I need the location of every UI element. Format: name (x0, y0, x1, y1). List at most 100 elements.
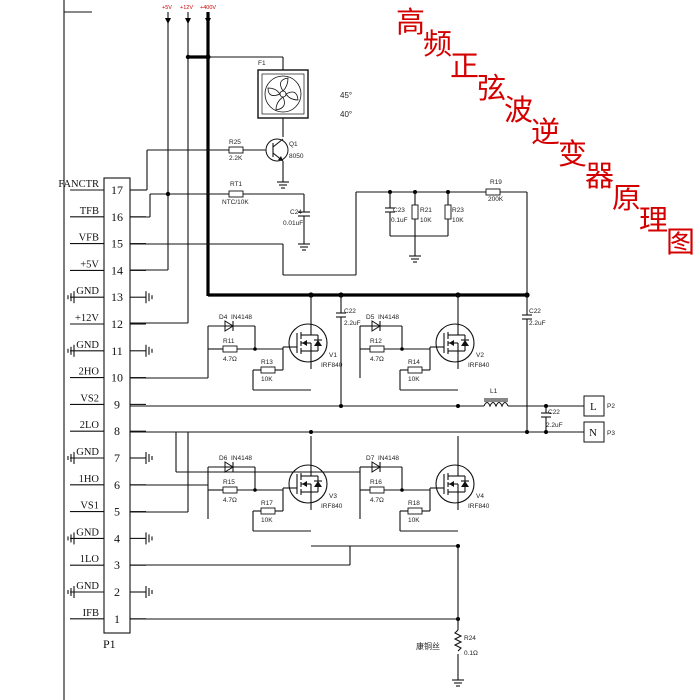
r12-ref: R12 (370, 338, 382, 345)
pin-label: VFB (79, 233, 99, 244)
pin-label: IFB (83, 608, 99, 619)
r15-ref: R15 (223, 479, 235, 486)
r13-value: 10K (261, 376, 273, 383)
r21-value: 10K (420, 217, 432, 224)
c22a-value: 2.2uF (344, 320, 361, 327)
r24-ref: R24 (464, 635, 476, 642)
terminal-n (583, 421, 605, 443)
pin-number: 14 (111, 263, 123, 277)
v3-value: IRF840 (321, 503, 343, 510)
pin-label: +12V (75, 313, 99, 324)
pin-label: +5V (80, 259, 99, 270)
d4-value: IN4148 (231, 314, 252, 321)
r16-value: 4.7Ω (370, 497, 384, 504)
terminal-n-ref: P3 (607, 430, 615, 437)
terminal-n-letter: N (589, 427, 597, 439)
pin-label: VS1 (80, 501, 99, 512)
rt1-value: NTC/10K (222, 199, 249, 206)
pin-number: 10 (111, 371, 123, 385)
l1-ref: L1 (490, 388, 498, 395)
v2-ref: V2 (476, 352, 484, 359)
v4-value: IRF840 (468, 503, 490, 510)
pin-number: 9 (114, 397, 120, 411)
fan-ref: F1 (258, 60, 266, 67)
fan-note-40: 40° (340, 110, 352, 119)
d5-ref: D5 (366, 314, 375, 321)
pin-number: 16 (111, 210, 123, 224)
q1-ref: Q1 (289, 141, 298, 148)
c24-ref: C24 (290, 209, 302, 216)
d6-ref: D6 (219, 455, 228, 462)
pin-label: VS2 (80, 393, 99, 404)
v3-ref: V3 (329, 493, 337, 500)
v2-value: IRF840 (468, 362, 490, 369)
r17-ref: R17 (261, 500, 273, 507)
r24-value: 0.1Ω (464, 650, 478, 657)
pin-label: GND (76, 286, 99, 297)
c22b-ref: C22 (529, 308, 541, 315)
r21-ref: R21 (420, 207, 432, 214)
d7-ref: D7 (366, 455, 375, 462)
terminal-l-letter: L (590, 401, 597, 413)
pin-label: 2LO (80, 420, 100, 431)
r14-value: 10K (408, 376, 420, 383)
r19-value: 200K (488, 196, 504, 203)
pin-number: 1 (114, 612, 120, 626)
q1-value: 8050 (289, 153, 304, 160)
r14-ref: R14 (408, 359, 420, 366)
pin-label: FANCTR (58, 179, 99, 190)
c23-value: 0.1uF (391, 217, 408, 224)
fan-note-45: 45° (340, 91, 352, 100)
rail-label-5v: +5V (162, 5, 172, 11)
pin-label: 1HO (79, 474, 100, 485)
r25-ref: R25 (229, 139, 241, 146)
r15-value: 4.7Ω (223, 497, 237, 504)
pin-number: 6 (114, 478, 120, 492)
r19-ref: R19 (490, 179, 502, 186)
r25-value: 2.2K (229, 155, 243, 162)
rt1-ref: RT1 (230, 181, 243, 188)
pin-number: 13 (111, 290, 123, 304)
pin-number: 5 (114, 505, 120, 519)
r16-ref: R16 (370, 479, 382, 486)
page-title: 高频正弦波逆变器原理图 (396, 6, 695, 259)
v1-ref: V1 (329, 352, 337, 359)
terminal-l (583, 395, 605, 417)
r17-value: 10K (261, 517, 273, 524)
pin-label: GND (76, 527, 99, 538)
pin-number: 17 (111, 183, 123, 197)
connector-body (103, 177, 131, 634)
c23-ref: C23 (393, 207, 405, 214)
d4-ref: D4 (219, 314, 228, 321)
connector-pins: 17FANCTR16TFB15VFB14+5V13GND12+12V11GND1… (58, 179, 153, 626)
r24-note: 康铜丝 (416, 641, 440, 651)
d6-value: IN4148 (231, 455, 252, 462)
v1-value: IRF840 (321, 362, 343, 369)
r11-ref: R11 (223, 338, 235, 345)
pin-label: 2HO (79, 367, 100, 378)
rail-label-12v: +12V (180, 5, 193, 11)
c24-value: 0.01uF (283, 220, 303, 227)
r18-value: 10K (408, 517, 420, 524)
fan-icon (257, 69, 309, 119)
r11-value: 4.7Ω (223, 356, 237, 363)
c22b-value: 2.2uF (529, 320, 546, 327)
c22c-ref: C22 (548, 409, 560, 416)
pin-number: 12 (111, 317, 123, 331)
transistor-q1 (265, 138, 289, 189)
r23-ref: R23 (452, 207, 464, 214)
pin-number: 4 (114, 531, 120, 545)
d7-value: IN4148 (378, 455, 399, 462)
pin-number: 11 (111, 344, 123, 358)
pin-number: 2 (114, 585, 120, 599)
pin-number: 8 (114, 424, 120, 438)
r18-ref: R18 (408, 500, 420, 507)
terminal-l-ref: P2 (607, 403, 615, 410)
connector-name: P1 (103, 637, 116, 651)
pin-number: 7 (114, 451, 120, 465)
c22a-ref: C22 (344, 308, 356, 315)
